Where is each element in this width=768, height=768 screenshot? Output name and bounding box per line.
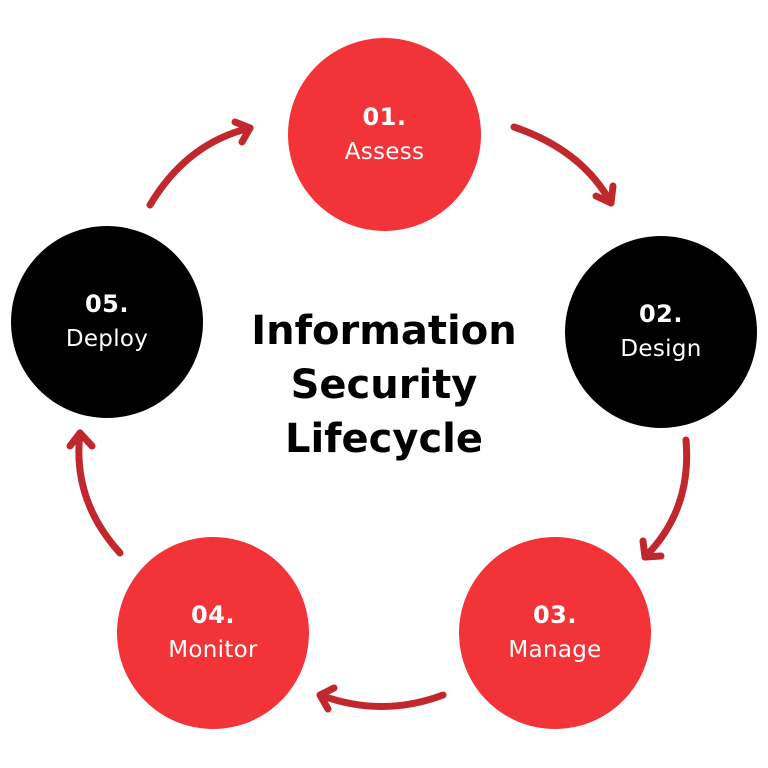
step-number: 05. bbox=[84, 290, 129, 318]
step-label: Design bbox=[620, 336, 702, 362]
diagram-title: Information Security Lifecycle bbox=[204, 304, 564, 466]
step-manage-node: 03. Manage bbox=[459, 537, 651, 729]
arrow-assess-to-design bbox=[510, 123, 617, 207]
title-line: Security bbox=[290, 362, 478, 408]
arrow-manage-to-monitor bbox=[316, 684, 447, 713]
step-number: 04. bbox=[190, 601, 235, 629]
step-number: 02. bbox=[638, 300, 683, 328]
step-number: 03. bbox=[532, 601, 577, 629]
step-label: Manage bbox=[508, 637, 602, 663]
step-label: Monitor bbox=[168, 637, 258, 663]
step-number: 01. bbox=[362, 102, 407, 131]
step-label: Assess bbox=[344, 138, 425, 165]
title-line: Lifecycle bbox=[284, 416, 484, 462]
step-monitor-node: 04. Monitor bbox=[117, 537, 309, 729]
arrow-design-to-manage bbox=[639, 436, 691, 561]
arrow-monitor-to-deploy bbox=[66, 429, 124, 557]
step-design-node: 02. Design bbox=[565, 236, 757, 428]
step-label: Deploy bbox=[65, 326, 149, 352]
arrow-deploy-to-assess bbox=[146, 118, 254, 209]
step-assess-node: 01. Assess bbox=[288, 38, 481, 231]
title-line: Information bbox=[251, 308, 517, 354]
step-deploy-node: 05. Deploy bbox=[11, 226, 203, 418]
